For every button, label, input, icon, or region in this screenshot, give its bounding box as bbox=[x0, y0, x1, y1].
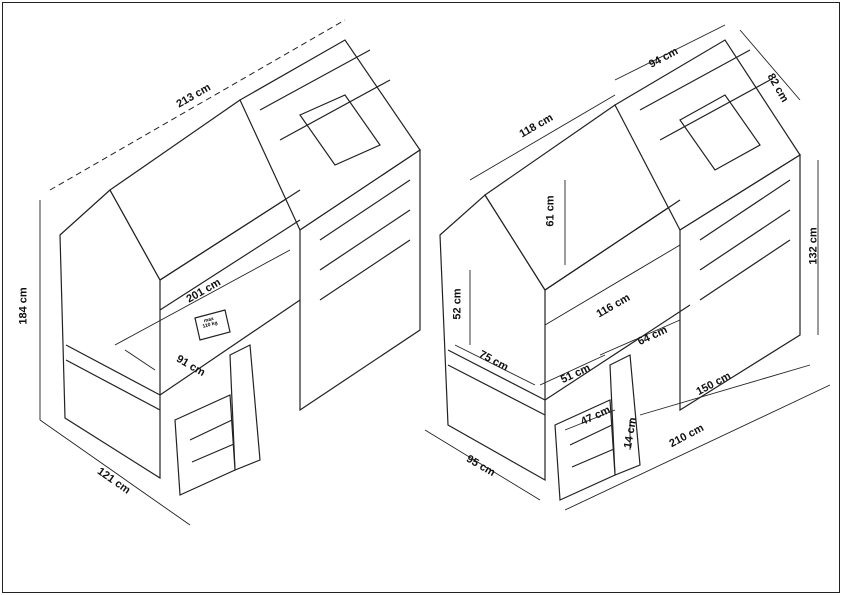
right-bed-drawing bbox=[424, 24, 831, 511]
dim-side-height: 132 cm bbox=[807, 227, 820, 265]
dim-height: 184 cm bbox=[17, 287, 30, 325]
dim-roof-height: 61 cm bbox=[544, 195, 557, 227]
left-bed-drawing bbox=[39, 19, 421, 526]
dim-rail-height: 52 cm bbox=[451, 288, 464, 320]
